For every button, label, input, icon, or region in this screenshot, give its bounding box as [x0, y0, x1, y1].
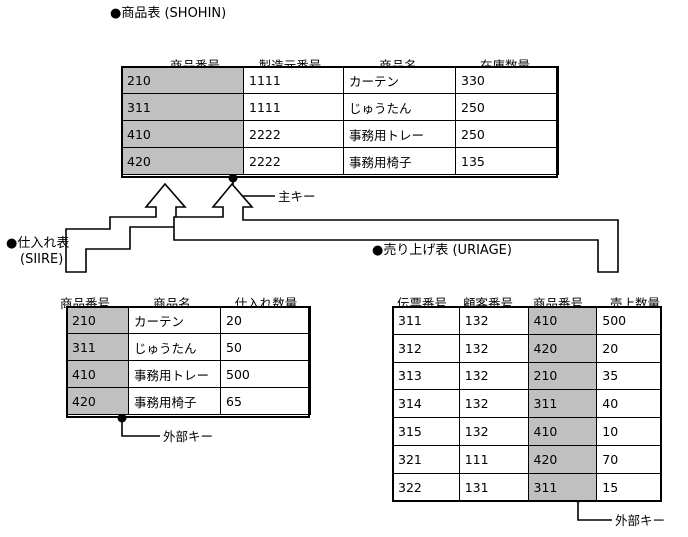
table-cell-usuryo: 35 — [596, 361, 662, 391]
table-cell-gname: カーテン — [128, 306, 221, 334]
table-cell-gno: 420 — [527, 444, 598, 474]
foreign-key-leader-siire — [117, 413, 160, 437]
table-cell-cno: 132 — [458, 361, 529, 391]
table-cell-usuryo: 40 — [596, 389, 662, 419]
table-cell-gno: 311 — [66, 333, 129, 361]
siire-table-title-line2: (SIIRE) — [20, 252, 64, 267]
table-cell-gname: 事務用椅子 — [128, 387, 221, 415]
table-cell-sno: 2222 — [243, 120, 344, 148]
table-cell-gno: 410 — [66, 360, 129, 388]
table-cell-cno: 131 — [458, 472, 529, 502]
table-cell-dno: 315 — [392, 417, 460, 446]
table-cell-gno: 420 — [121, 147, 244, 175]
table-cell-dno: 311 — [392, 306, 460, 335]
table-cell-gno: 210 — [66, 306, 129, 334]
primary-key-leader — [228, 173, 275, 197]
table-cell-usuryo: 20 — [596, 333, 662, 363]
table-cell-usuryo: 70 — [596, 444, 662, 474]
table-cell-suryo: 250 — [455, 93, 559, 121]
table-cell-gno: 410 — [121, 120, 244, 148]
table-cell-ssuryo: 20 — [220, 306, 311, 334]
table-cell-sno: 1111 — [243, 93, 344, 121]
foreign-key-annotation-uriage: 外部キー — [615, 513, 666, 528]
table-cell-sno: 2222 — [243, 147, 344, 175]
table-cell-cno: 132 — [458, 333, 529, 363]
table-cell-gno: 311 — [121, 93, 244, 121]
table-cell-usuryo: 500 — [596, 306, 662, 335]
table-cell-dno: 314 — [392, 389, 460, 419]
table-cell-dno: 313 — [392, 361, 460, 391]
uriage-table-title: ●売り上げ表 (URIAGE) — [372, 243, 512, 258]
siire-table-title-line1: ●仕入れ表 — [6, 236, 70, 251]
table-cell-gname: 事務用椅子 — [343, 147, 456, 175]
table-cell-ssuryo: 50 — [220, 333, 311, 361]
table-cell-gno: 420 — [66, 387, 129, 415]
foreign-key-annotation-siire: 外部キー — [163, 429, 214, 444]
table-cell-gno: 410 — [527, 306, 598, 335]
table-cell-suryo: 135 — [455, 147, 559, 175]
table-cell-gname: カーテン — [343, 66, 456, 94]
table-cell-gname: 事務用トレー — [343, 120, 456, 148]
table-cell-gname: 事務用トレー — [128, 360, 221, 388]
table-cell-gno: 311 — [527, 389, 598, 419]
table-cell-dno: 322 — [392, 472, 460, 502]
shohin-table-title: ●商品表 (SHOHIN) — [110, 6, 227, 21]
primary-key-annotation: 主キー — [278, 189, 316, 204]
table-cell-cno: 132 — [458, 417, 529, 446]
table-cell-sno: 1111 — [243, 66, 344, 94]
table-cell-dno: 321 — [392, 444, 460, 474]
table-cell-gno: 210 — [121, 66, 244, 94]
table-cell-ssuryo: 65 — [220, 387, 311, 415]
table-cell-gno: 420 — [527, 333, 598, 363]
table-cell-cno: 132 — [458, 306, 529, 335]
table-cell-gname: じゅうたん — [343, 93, 456, 121]
table-cell-usuryo: 10 — [596, 417, 662, 446]
table-cell-usuryo: 15 — [596, 472, 662, 502]
table-cell-dno: 312 — [392, 333, 460, 363]
table-cell-gno: 410 — [527, 417, 598, 446]
table-cell-gno: 311 — [527, 472, 598, 502]
table-cell-suryo: 330 — [455, 66, 559, 94]
table-cell-suryo: 250 — [455, 120, 559, 148]
table-cell-cno: 132 — [458, 389, 529, 419]
table-cell-gname: じゅうたん — [128, 333, 221, 361]
relationship-arrow-siire — [65, 182, 187, 273]
table-cell-ssuryo: 500 — [220, 360, 311, 388]
table-cell-gno: 210 — [527, 361, 598, 391]
table-cell-cno: 111 — [458, 444, 529, 474]
